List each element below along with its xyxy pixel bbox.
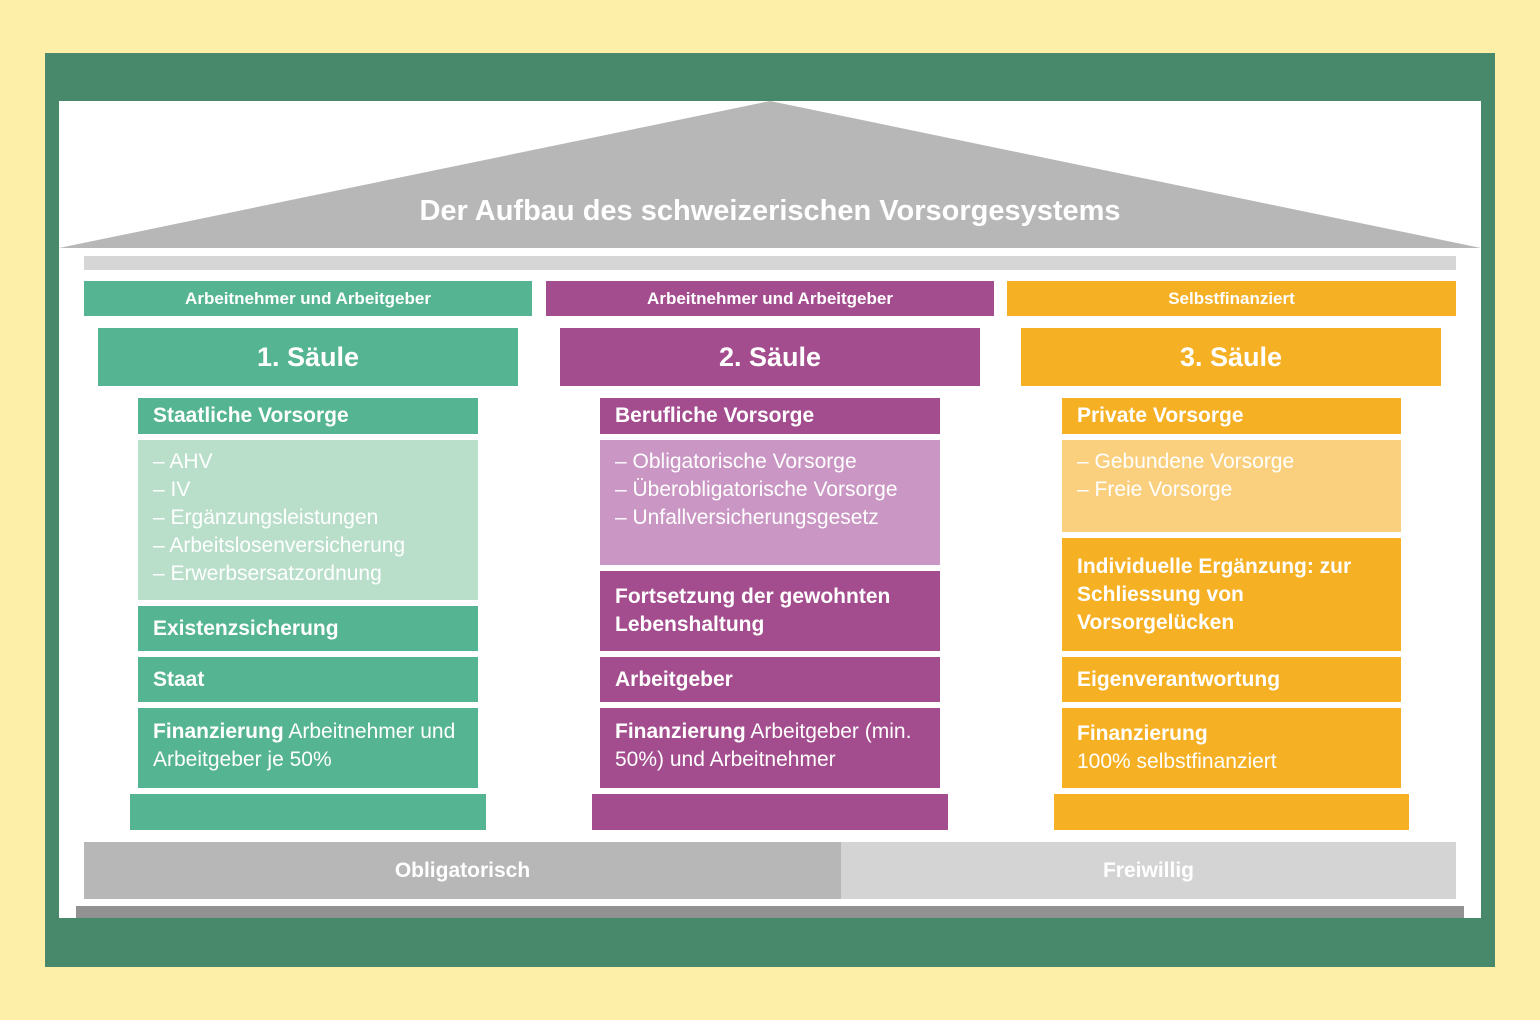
list-item: – AHV xyxy=(153,450,213,473)
pillar3-financing: Finanzierung 100% selbstfinanziert xyxy=(1062,708,1401,788)
list-item: – IV xyxy=(153,478,191,501)
list-item: – Erwerbsersatzordnung xyxy=(153,562,382,585)
list-item: – Ergänzungsleistungen xyxy=(153,506,379,529)
foundation-base xyxy=(76,906,1464,918)
pillar1-base xyxy=(130,794,486,830)
pillar2-header: Arbeitnehmer und Arbeitgeber xyxy=(546,281,994,316)
pillar1-header: Arbeitnehmer und Arbeitgeber xyxy=(84,281,532,316)
financing-text: Arbeitnehmer und Arbeitgeber je 50% xyxy=(153,720,456,771)
list-item: – Überobligatorische Vorsorge xyxy=(615,478,898,501)
pillar1-title: 1. Säule xyxy=(98,328,518,386)
pillar2-base xyxy=(592,794,948,830)
foundation-voluntary: Freiwillig xyxy=(841,842,1456,899)
diagram-title: Der Aufbau des schweizerischen Vorsorges… xyxy=(419,195,1121,227)
pillar3-title: 3. Säule xyxy=(1021,328,1441,386)
financing-text: 100% selbstfinanziert xyxy=(1077,750,1277,773)
pillar3-purpose: Individuelle Ergänzung: zur Schliessung … xyxy=(1062,538,1401,651)
pillar3-header: Selbstfinanziert xyxy=(1007,281,1456,316)
financing-label: Finanzierung xyxy=(615,720,746,743)
pillar2-purpose: Fortsetzung der gewohnten Lebenshaltung xyxy=(600,571,940,651)
pillar3-responsible: Eigenverantwortung xyxy=(1062,657,1401,702)
pillar2-responsible: Arbeitgeber xyxy=(600,657,940,702)
pillar1-financing: Finanzierung Arbeitnehmer und Arbeitgebe… xyxy=(138,708,478,788)
pillar1-purpose: Existenzsicherung xyxy=(138,606,478,651)
pillar2-items: – Obligatorische Vorsorge – Überobligato… xyxy=(600,440,940,565)
pillar2-financing: Finanzierung Arbeitgeber (min. 50%) und … xyxy=(600,708,940,788)
financing-label: Finanzierung xyxy=(1077,722,1208,745)
pillar1-type: Staatliche Vorsorge xyxy=(138,398,478,434)
list-item: – Unfallversicherungsgesetz xyxy=(615,506,879,529)
financing-label: Finanzierung xyxy=(153,720,284,743)
pillar3-base xyxy=(1054,794,1409,830)
foundation-mandatory: Obligatorisch xyxy=(84,842,841,899)
list-item: – Gebundene Vorsorge xyxy=(1077,450,1295,473)
pillar2-title: 2. Säule xyxy=(560,328,980,386)
list-item: – Obligatorische Vorsorge xyxy=(615,450,857,473)
pillar2-type: Berufliche Vorsorge xyxy=(600,398,940,434)
pillar3-type: Private Vorsorge xyxy=(1062,398,1401,434)
pillar1-responsible: Staat xyxy=(138,657,478,702)
list-item: – Arbeitslosenversicherung xyxy=(153,534,406,557)
pillar3-items: – Gebundene Vorsorge – Freie Vorsorge xyxy=(1062,440,1401,532)
roof-beam xyxy=(84,256,1456,270)
roof xyxy=(59,101,1481,248)
financing-text: Arbeitgeber (min. 50%) und Arbeitnehmer xyxy=(615,720,912,771)
pillar1-items: – AHV – IV – Ergänzungsleistungen – Arbe… xyxy=(138,440,478,600)
list-item: – Freie Vorsorge xyxy=(1077,478,1233,501)
